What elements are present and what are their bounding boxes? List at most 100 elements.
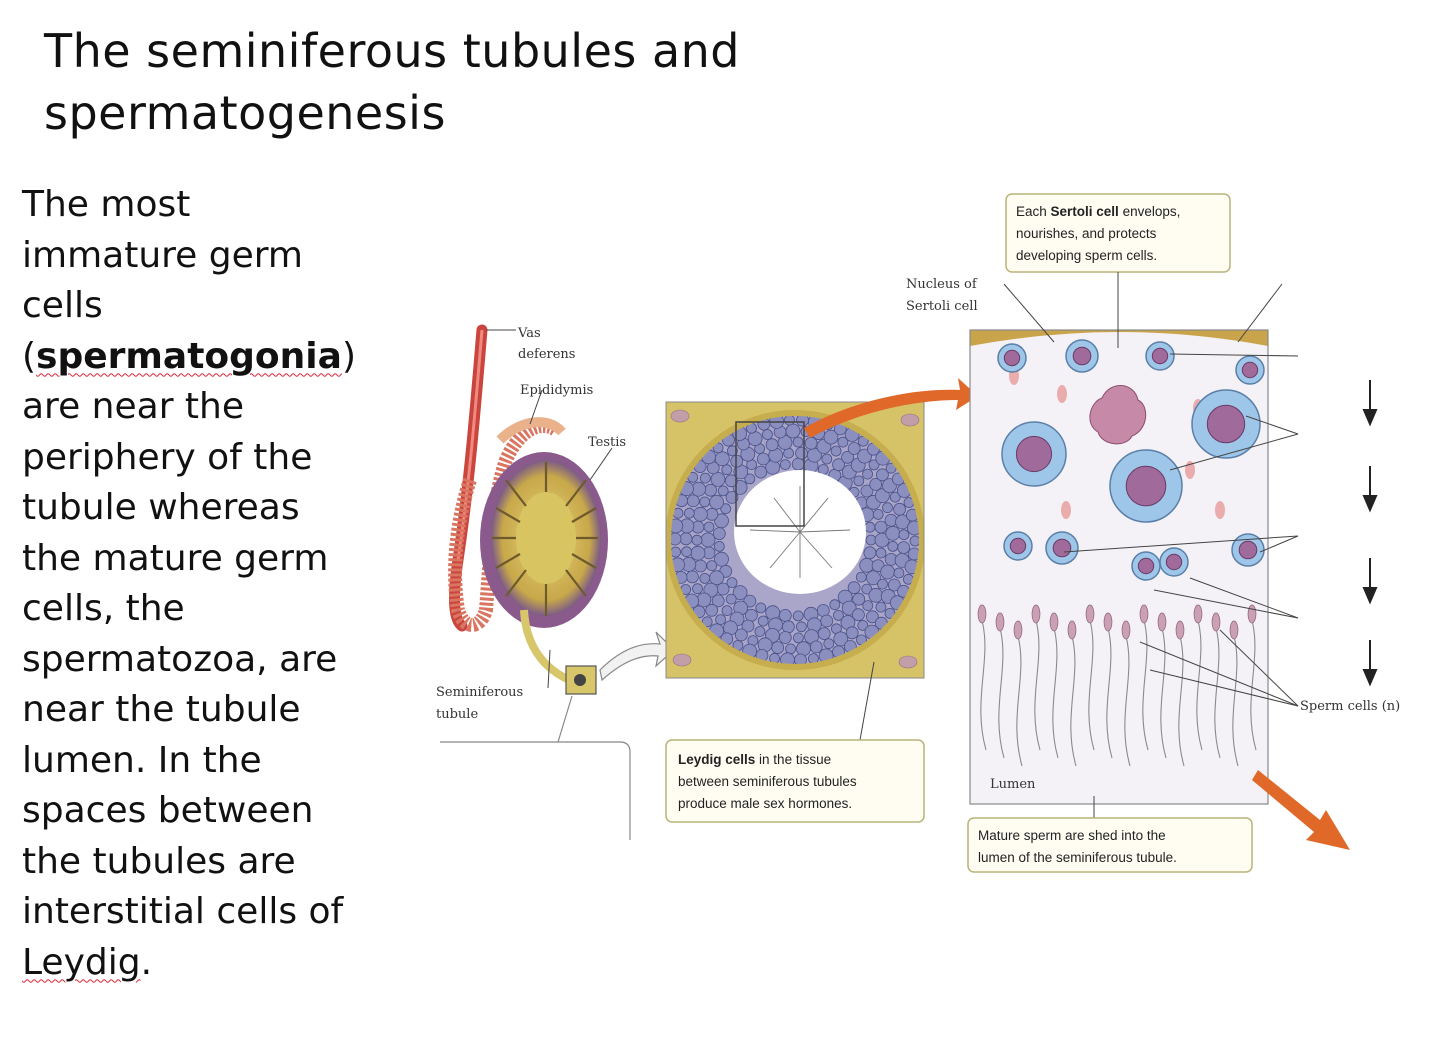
germ-cell [857,619,869,631]
epididymis [448,419,561,632]
germ-cell [823,429,839,445]
germ-cell [869,477,883,491]
germ-cell [670,546,682,558]
germ-cell [744,473,756,485]
germ-cell [681,546,693,558]
germ-cell [863,546,877,560]
body-line: interstitial cells of [22,891,344,932]
mature-sperm-callout [967,817,1253,873]
germ-cell [841,450,855,464]
sperm-tail [1250,619,1257,751]
germ-cell [820,614,834,628]
sperm-head [1193,604,1203,624]
germ-cell [778,631,792,644]
body-line: near the tubule [22,689,301,730]
epithelium-magnified: Each Sertoli cell envelops, nourishes, a… [906,193,1400,873]
germ-cell [705,603,719,617]
sperm-tail [1016,635,1023,767]
body-line: cells [22,285,103,326]
body-line: periphery of the [22,436,313,478]
germ-cell [732,585,748,601]
germ-cell [893,502,907,516]
term-spermatogonia: spermatogonia [36,335,342,377]
germ-cell [909,535,921,547]
sperm-head [1211,612,1221,632]
germ-cell [875,601,887,613]
sperm-head [1085,604,1095,624]
sperm-tail [998,627,1005,759]
body-line: the tubules are [22,840,296,882]
leydig-line-3: produce male sex hormones. [678,796,852,811]
sperm-tail [1142,619,1149,751]
germ-cell [716,582,730,596]
germ-cell-nucleus [1241,361,1259,379]
body-line: lumen. In the [22,739,262,781]
germ-cell [726,577,738,589]
slide-title: The seminiferous tubules and spermatogen… [44,20,864,144]
germ-cell [771,641,785,655]
germ-cell [685,570,699,584]
label-epididymis: Epididymis [520,383,593,398]
body-line: immature germ [22,234,303,276]
germ-cell [717,485,729,497]
germ-cell [709,570,725,586]
sperm-head [1049,612,1059,632]
germ-cell [872,508,884,520]
germ-cell-nucleus [1165,553,1183,571]
body-line: Leydig. [22,938,422,989]
label-seminiferous-2: tubule [436,707,478,722]
sertoli-nucleus [1089,385,1147,445]
germ-cell [715,614,727,626]
label-nucleus-2: Sertoli cell [906,299,978,314]
germ-cell [754,626,766,637]
germ-cell [700,532,716,548]
spermatogenesis-diagram: Vas deferens Epididymis Testis Seminifer… [436,193,1400,873]
open-paren: ( [22,335,37,377]
germ-cell [860,484,874,498]
germ-cell [898,529,910,541]
period: . [140,941,153,983]
zoom-arrow [804,378,978,438]
testis-anatomy: Vas deferens Epididymis Testis Seminifer… [436,324,675,840]
germ-cell [724,474,738,488]
term-leydig: Leydig [22,941,141,983]
sperm-tail [1052,627,1059,759]
label-lumen: Lumen [990,777,1036,792]
germ-cell [865,570,881,586]
germ-cell [862,600,874,612]
sperm-head [1121,620,1131,640]
germ-cell [692,583,703,595]
germ-cell-nucleus [1206,404,1246,444]
sperm-tail [1088,619,1095,751]
tubule-cross-section: Leydig cells in the tissue between semin… [665,378,978,823]
germ-cell [875,547,887,559]
germ-cell [706,560,718,572]
germ-cell [868,587,884,603]
germ-cell [832,458,846,472]
germ-cell [721,464,733,476]
germ-cell [851,608,865,622]
germ-cell [694,559,707,573]
sperm-tail [1214,627,1221,759]
sperm-tail [980,619,987,751]
germ-cell [725,593,737,605]
germ-cell [868,459,880,471]
germ-cell [714,451,730,467]
germ-cell [795,446,809,460]
germ-cell-nucleus [1125,465,1167,507]
sperm-tail [1106,627,1113,759]
sertoli-line-3: developing sperm cells. [1016,248,1157,263]
sertoli-line-1: Each Sertoli cell envelops, [1016,204,1180,219]
sperm-head [1031,604,1041,624]
leydig-line-2: between seminiferous tubules [678,774,857,789]
sperm-tail [1070,635,1077,767]
germ-cell [861,583,873,595]
germ-cell [877,578,888,590]
germ-cell [847,442,861,455]
germ-cell [823,638,835,650]
germ-cell-nucleus [1009,537,1027,555]
leydig-callout [665,739,925,823]
label-vas-2: deferens [518,347,575,362]
body-line: the mature germ [22,537,329,579]
germ-cell [884,607,896,619]
